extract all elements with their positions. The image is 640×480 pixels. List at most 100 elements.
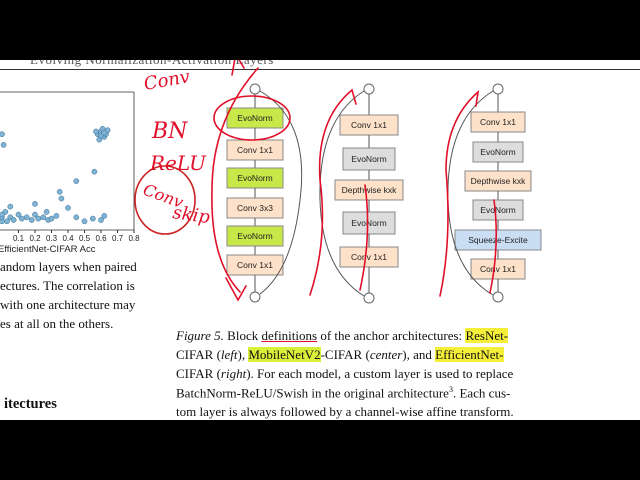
resnet-evonorm-3-label: EvoNorm <box>237 231 272 241</box>
annotation-conv: Conv <box>142 66 191 95</box>
efficientnet-squeeze-excite-label: Squeeze-Excite <box>468 235 528 245</box>
annotation-arrow-top <box>231 60 245 76</box>
scatter-point <box>0 131 5 138</box>
annotation-arrow-bottom <box>225 277 247 302</box>
handwritten-annotations <box>134 60 498 302</box>
x-tick-label: 0.8 <box>128 234 140 243</box>
resnet-input-node <box>249 83 261 95</box>
scatter-point <box>73 178 80 184</box>
left-text-line-1: andom layers when paired <box>0 259 137 274</box>
scatter-point <box>53 213 60 219</box>
scatter-point <box>15 211 22 218</box>
left-text-line-4: es at all on the others. <box>0 316 114 331</box>
x-tick-label: 0.5 <box>79 234 91 243</box>
annotation-skip: skip <box>171 202 211 228</box>
resnet-block-diagram: EvoNorm Conv 1x1 EvoNorm Conv 3x3 EvoNor… <box>226 83 303 303</box>
scatter-point <box>7 203 14 210</box>
scatter-point <box>32 211 38 218</box>
scatter-point <box>23 214 30 221</box>
scatter-point <box>98 217 104 223</box>
mobilenet-evonorm-1-label: EvoNorm <box>351 154 386 164</box>
mobilenet-depthwise-label: Depthwise kxk <box>342 185 398 195</box>
caption-line-4: BatchNorm-ReLU/Swish in the original arc… <box>176 385 510 401</box>
caption-text: Block <box>227 328 262 343</box>
caption-highlight-mobilenet: MobileNetV2 <box>248 347 321 362</box>
efficientnet-output-node <box>492 291 504 303</box>
mobilenet-input-node <box>363 83 375 95</box>
caption-text: left <box>220 347 238 362</box>
efficientnet-block-diagram: Conv 1x1 EvoNorm Depthwise kxk EvoNorm S… <box>447 83 542 303</box>
caption-text: center <box>369 347 403 362</box>
scatter-point <box>101 130 108 136</box>
annotation-efficientnet-tick <box>489 199 498 294</box>
efficientnet-evonorm-1-label: EvoNorm <box>480 147 515 157</box>
annotation-mobilenet-tick <box>359 184 369 291</box>
x-tick-label: 0.6 <box>95 234 107 243</box>
scatter-point <box>65 205 71 211</box>
scatter-point <box>28 217 35 223</box>
paper-page: Evolving Normalization-Activation Layers… <box>0 60 640 420</box>
left-text-line-3: with one architecture may <box>0 297 136 312</box>
mobilenet-conv-1x1-label: Conv 1x1 <box>351 120 387 130</box>
caption-footnote-mark: 3 <box>448 385 453 394</box>
section-heading: itectures <box>4 396 57 412</box>
annotation-mobilenet-skip <box>309 88 357 296</box>
annotation-circle-evonorm <box>213 95 291 141</box>
caption-highlight-efficientnet: EfficientNet- <box>435 347 504 362</box>
scatter-point <box>40 214 47 221</box>
caption-line-2: CIFAR (left), MobileNetV2-CIFAR (center)… <box>176 347 504 363</box>
x-tick-label: 0.7 <box>112 234 124 243</box>
annotation-relu: ReLU <box>149 151 207 175</box>
annotation-resnet-path <box>211 67 259 293</box>
scatter-points <box>0 125 111 225</box>
caption-text: . Each cus- <box>452 385 511 401</box>
resnet-conv-1x1-b-label: Conv 1x1 <box>237 260 273 270</box>
efficientnet-depthwise-label: Depthwise kxk <box>471 176 527 186</box>
caption-text: definitions <box>261 328 318 343</box>
running-header: Evolving Normalization-Activation Layers <box>30 60 274 68</box>
caption-text: -CIFAR ( <box>320 347 370 362</box>
caption-figure-label: Figure 5. <box>176 328 224 343</box>
x-tick-label: 0.1 <box>13 234 25 243</box>
x-tick-label: 0.3 <box>46 234 58 243</box>
x-tick-label: 0.4 <box>62 234 74 243</box>
caption-highlight-resnet: ResNet- <box>465 328 509 343</box>
mobilenet-output-node <box>363 292 375 304</box>
mobilenet-evonorm-2-label: EvoNorm <box>351 218 386 228</box>
left-text-line-2: ectures. The correlation is <box>0 278 135 293</box>
mobilenet-conv-1x1-b-label: Conv 1x1 <box>351 252 387 262</box>
caption-line-3: CIFAR (right). For each model, a custom … <box>176 366 513 382</box>
scatter-point <box>0 211 5 218</box>
annotation-circle-bn-relu <box>134 165 196 235</box>
caption-text: right <box>220 366 247 381</box>
resnet-evonorm-2-label: EvoNorm <box>237 173 272 183</box>
x-axis-label: EfficientNet-CIFAR Acc <box>0 244 96 255</box>
scatter-point <box>91 168 98 175</box>
efficientnet-input-node <box>492 83 504 95</box>
scatter-point <box>56 188 63 195</box>
scatter-point <box>93 128 99 135</box>
scatter-point <box>73 214 80 221</box>
efficientnet-evonorm-2-label: EvoNorm <box>480 205 515 215</box>
caption-line-5: tom layer is always followed by a channe… <box>176 404 514 419</box>
efficientnet-conv-1x1-b-label: Conv 1x1 <box>480 264 516 274</box>
caption-text: BatchNorm-ReLU/Swish in the original arc… <box>176 385 449 401</box>
scatter-point <box>43 209 50 215</box>
scatter-point <box>81 218 88 225</box>
scatter-point <box>101 213 108 219</box>
caption-text: ), <box>237 347 249 362</box>
resnet-conv-3x3-label: Conv 3x3 <box>237 203 273 213</box>
caption-text: CIFAR ( <box>176 366 221 381</box>
scatter-point <box>32 201 38 207</box>
caption-line-1: Figure 5. Block definitions of the ancho… <box>176 328 509 344</box>
scatter-point <box>10 217 17 223</box>
handwritten-words: Conv BN ReLU Conv skip <box>141 66 212 228</box>
efficientnet-conv-1x1-label: Conv 1x1 <box>480 117 516 127</box>
caption-text: ), and <box>402 347 436 362</box>
caption-text: ). For each model, a custom layer is use… <box>246 366 514 381</box>
mobilenet-skip-connection <box>319 90 365 297</box>
header-rule <box>0 69 640 70</box>
